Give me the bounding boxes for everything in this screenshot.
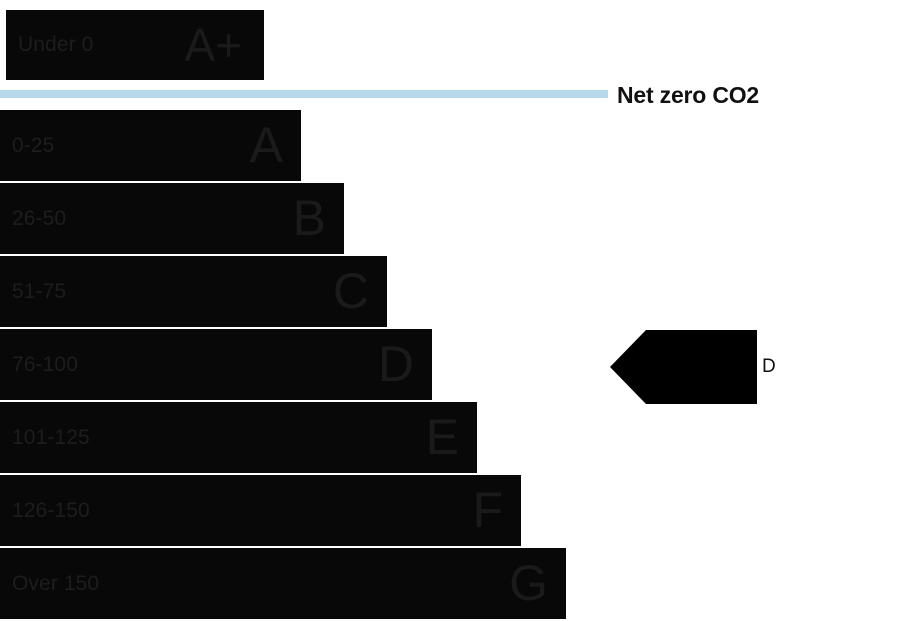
rating-band-f[interactable]: 126-150 F	[0, 475, 521, 546]
rating-band-grade-label: G	[509, 554, 548, 611]
rating-band-range-label: Over 150	[12, 571, 100, 595]
rating-band-range-label: Under 0	[18, 33, 94, 56]
current-rating-grade-label: D	[762, 356, 776, 377]
rating-band-grade-label: A	[249, 116, 283, 173]
rating-band-range-label: 126-150	[12, 498, 90, 522]
rating-band-grade-label: E	[425, 408, 459, 465]
current-rating-marker[interactable]: D	[610, 330, 810, 404]
rating-band-grade-label: A+	[184, 19, 242, 71]
table-row[interactable]: Over 150 G	[0, 548, 904, 619]
table-row[interactable]: 0-25 A	[0, 110, 904, 181]
rating-band-range-label: 101-125	[12, 425, 90, 449]
rating-band-g[interactable]: Over 150 G	[0, 548, 566, 619]
table-row[interactable]: 51-75 C	[0, 256, 904, 327]
table-row[interactable]: 126-150 F	[0, 475, 904, 546]
net-zero-label: Net zero CO2	[617, 82, 760, 108]
rating-band-grade-label: F	[472, 481, 503, 538]
rating-band-a[interactable]: 0-25 A	[0, 110, 301, 181]
rating-band-range-label: 0-25	[12, 133, 55, 157]
rating-band-grade-label: B	[292, 189, 326, 246]
rating-band-b[interactable]: 26-50 B	[0, 183, 344, 254]
net-zero-reference-line	[0, 90, 608, 98]
rating-band-range-label: 51-75	[12, 279, 67, 303]
pennant-arrow-icon	[610, 330, 757, 404]
rating-band-range-label: 76-100	[12, 352, 78, 376]
co2-rating-chart: Under 0 A+ Net zero CO2 0-25 A 26-50 B 5…	[0, 10, 904, 619]
rating-band-c[interactable]: 51-75 C	[0, 256, 387, 327]
rating-band-range-label: 26-50	[12, 206, 67, 230]
table-row[interactable]: 101-125 E	[0, 402, 904, 473]
rating-band-grade-label: C	[332, 262, 369, 319]
rating-band-d[interactable]: 76-100 D	[0, 329, 432, 400]
rating-band-e[interactable]: 101-125 E	[0, 402, 477, 473]
rating-band-grade-label: D	[377, 335, 414, 392]
table-row[interactable]: 76-100 D	[0, 329, 904, 400]
table-row[interactable]: 26-50 B	[0, 183, 904, 254]
rating-band-a-plus[interactable]: Under 0 A+	[6, 10, 264, 80]
